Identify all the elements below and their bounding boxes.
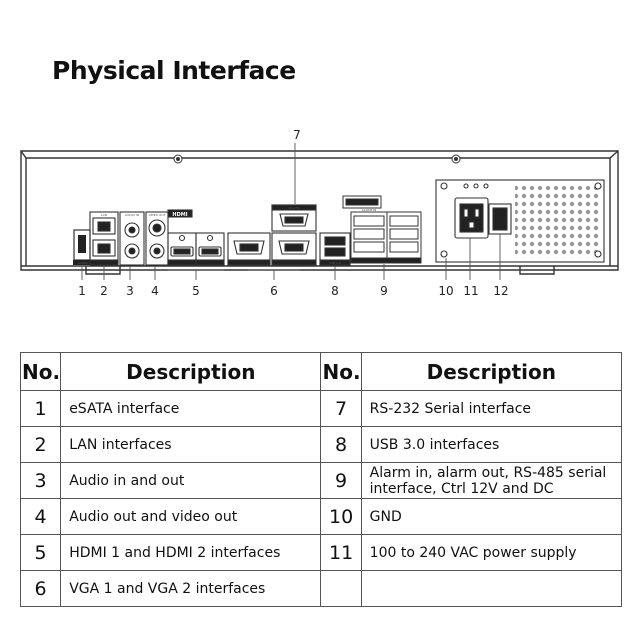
table-row: 1 eSATA interface 7 RS-232 Serial interf… bbox=[19, 390, 623, 427]
callout-4: 4 bbox=[151, 284, 159, 298]
audio-in-out-jacks: AUDIO IN bbox=[119, 211, 145, 266]
hdmi-logo: HDMI bbox=[172, 212, 187, 218]
esata-label: eSATA bbox=[78, 261, 88, 265]
callout-6: 6 bbox=[270, 284, 278, 298]
row-number: 4 bbox=[19, 498, 62, 535]
hdmi-ports: HDMI bbox=[167, 209, 225, 266]
lan-ports: LAN bbox=[89, 211, 119, 266]
alarm-label: ALARM IN bbox=[362, 208, 377, 212]
callout-11: 11 bbox=[463, 284, 478, 298]
row-number: 11 bbox=[320, 534, 362, 571]
lan-label: LAN bbox=[101, 213, 107, 217]
callout-9: 9 bbox=[380, 284, 388, 298]
row-number: 3 bbox=[19, 462, 62, 499]
row-number: 10 bbox=[320, 498, 362, 535]
callout-5: 5 bbox=[192, 284, 200, 298]
rear-panel-diagram: eSATA LAN AUDIO IN VIDEO OUT HDMI bbox=[20, 128, 619, 298]
row-number: 7 bbox=[320, 390, 362, 427]
row-description: Alarm in, alarm out, RS-485 serial inter… bbox=[360, 462, 623, 499]
table-row: 2 LAN interfaces 8 USB 3.0 interfaces bbox=[19, 426, 623, 463]
row-description: RS-232 Serial interface bbox=[360, 390, 623, 427]
header-description-right: Description bbox=[360, 352, 623, 391]
video-out-label: VIDEO OUT bbox=[149, 213, 166, 217]
row-number: 5 bbox=[19, 534, 62, 571]
row-number: 6 bbox=[19, 570, 62, 607]
table-row: 5 HDMI 1 and HDMI 2 interfaces 11 100 to… bbox=[19, 534, 623, 571]
row-description: eSATA interface bbox=[60, 390, 322, 427]
row-description: Audio in and out bbox=[60, 462, 322, 499]
usb-ports: USB 3.0 bbox=[319, 232, 351, 266]
row-description: 100 to 240 VAC power supply bbox=[360, 534, 623, 571]
audio-video-out-jacks: VIDEO OUT bbox=[145, 211, 169, 266]
row-description: VGA 1 and VGA 2 interfaces bbox=[60, 570, 322, 607]
power-switch bbox=[488, 203, 512, 235]
callout-numbers: 1 2 3 4 5 6 7 8 9 10 11 12 bbox=[78, 128, 508, 298]
row-description: HDMI 1 and HDMI 2 interfaces bbox=[60, 534, 322, 571]
audio-in-label: AUDIO IN bbox=[125, 213, 139, 217]
callout-2: 2 bbox=[100, 284, 108, 298]
table-row: 6 VGA 1 and VGA 2 interfaces bbox=[19, 570, 623, 607]
vga-ports bbox=[227, 232, 317, 266]
header-no-right: No. bbox=[320, 352, 362, 391]
row-number: 9 bbox=[320, 462, 362, 499]
callout-10: 10 bbox=[438, 284, 453, 298]
row-description: Audio out and video out bbox=[60, 498, 322, 535]
table-header-row: No. Description No. Description bbox=[19, 352, 623, 391]
callout-1: 1 bbox=[78, 284, 86, 298]
mounting-screws bbox=[173, 154, 461, 164]
ac-power-inlet bbox=[454, 197, 489, 239]
chassis bbox=[20, 150, 619, 275]
table-row: 4 Audio out and video out 10 GND bbox=[19, 498, 623, 535]
callout-7: 7 bbox=[293, 128, 301, 142]
interface-table: No. Description No. Description 1 eSATA … bbox=[19, 352, 623, 607]
row-description: USB 3.0 interfaces bbox=[360, 426, 623, 463]
rs232-label: RS-232 bbox=[289, 206, 300, 210]
row-description: LAN interfaces bbox=[60, 426, 322, 463]
row-number: 1 bbox=[19, 390, 62, 427]
row-number: 2 bbox=[19, 426, 62, 463]
callout-8: 8 bbox=[331, 284, 339, 298]
header-no-left: No. bbox=[19, 352, 62, 391]
page-title: Physical Interface bbox=[52, 56, 296, 85]
rs232-port: RS-232 bbox=[271, 204, 317, 232]
alarm-terminal-blocks: ALARM IN bbox=[342, 195, 422, 264]
row-number bbox=[320, 570, 362, 607]
table-row: 3 Audio in and out 9 Alarm in, alarm out… bbox=[19, 462, 623, 499]
row-description: GND bbox=[360, 498, 623, 535]
callout-lines bbox=[81, 143, 501, 280]
usb-label: USB 3.0 bbox=[329, 261, 341, 265]
power-module bbox=[435, 179, 605, 263]
header-description-left: Description bbox=[60, 352, 322, 391]
row-description bbox=[360, 570, 623, 607]
callout-3: 3 bbox=[126, 284, 134, 298]
callout-12: 12 bbox=[493, 284, 508, 298]
row-number: 8 bbox=[320, 426, 362, 463]
